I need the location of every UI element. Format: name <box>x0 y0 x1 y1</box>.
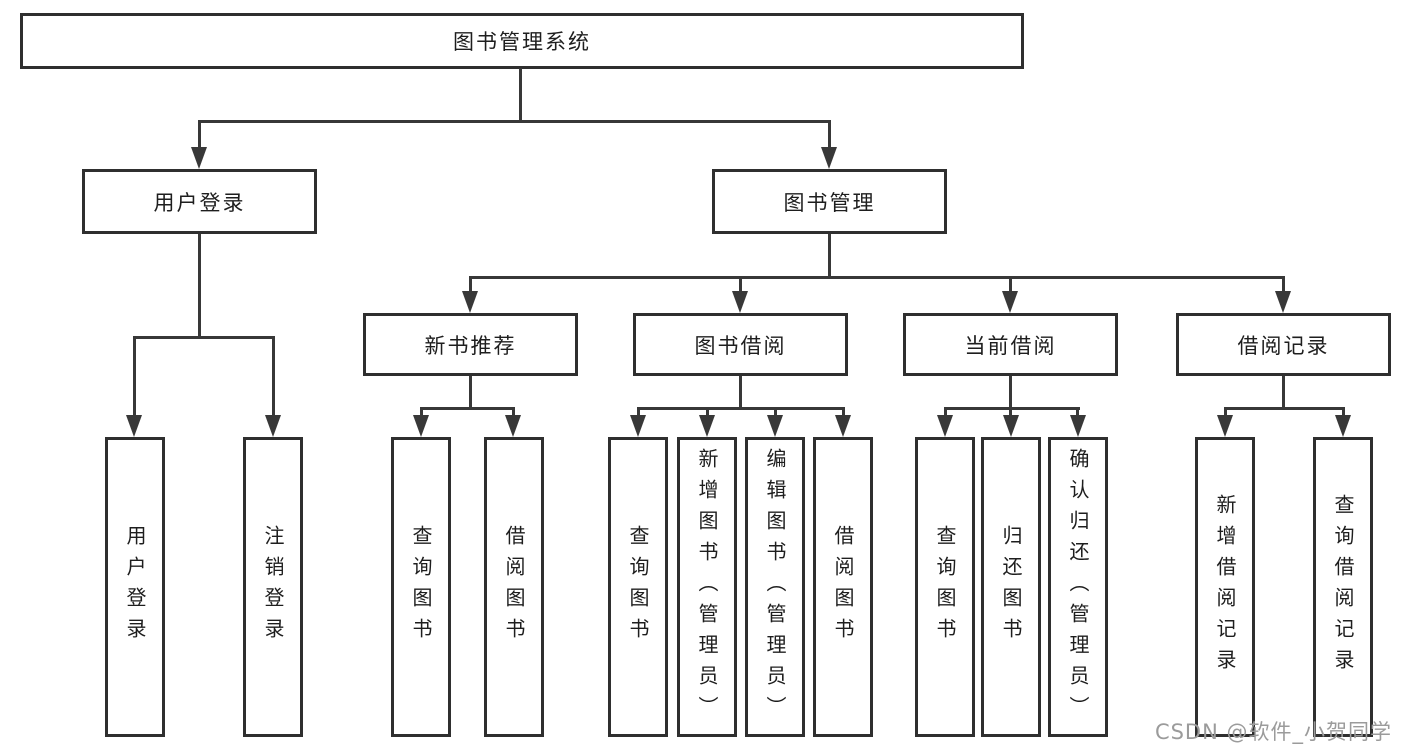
arrowhead-user-login <box>191 147 207 169</box>
node-label: 当前借阅 <box>964 333 1057 358</box>
connector-new-book-horizontal <box>420 407 515 410</box>
node-label: 新书推荐 <box>424 333 517 358</box>
node-borrowing-records: 借阅记录 <box>1176 313 1391 376</box>
csdn-watermark: CSDN @软件_小贺同学 <box>1154 720 1392 744</box>
leaf-label: 查询图书 <box>409 525 433 649</box>
connector-borrowing-records-horizontal <box>1224 407 1345 410</box>
leaf-label: 归还图书 <box>999 525 1023 649</box>
leaf-label: 新增图书（管理员） <box>695 447 719 727</box>
connector-to-user-login <box>198 120 201 150</box>
leaf-label: 注销登录 <box>261 525 285 649</box>
node-new-book-recommendation: 新书推荐 <box>363 313 578 376</box>
arrowhead-leaf-query-record <box>1335 415 1351 437</box>
connector-to-book-management <box>828 120 831 150</box>
node-label: 图书管理 <box>783 190 876 215</box>
connector-to-leaf-logout <box>272 336 275 418</box>
connector-to-leaf-add-record <box>1224 407 1227 419</box>
leaf-label: 查询图书 <box>933 525 957 649</box>
connector-to-leaf-query-books-1 <box>420 407 423 419</box>
connector-to-leaf-query-books-3 <box>944 407 947 419</box>
connector-user-login-horizontal <box>133 336 275 339</box>
connector-to-leaf-edit-books <box>774 407 777 419</box>
connector-current-borrowing-horizontal <box>944 407 1080 410</box>
connector-current-borrowing-stem <box>1009 376 1012 410</box>
leaf-query-books-2: 查询图书 <box>608 437 668 737</box>
leaf-logout: 注销登录 <box>243 437 303 737</box>
leaf-label: 借阅图书 <box>502 525 526 649</box>
connector-book-borrowing-horizontal <box>637 407 845 410</box>
arrowhead-book-management <box>821 147 837 169</box>
connector-to-new-book <box>469 276 472 294</box>
connector-to-leaf-borrow-books-2 <box>842 407 845 419</box>
connector-book-management-horizontal <box>469 276 1285 279</box>
connector-to-leaf-query-record <box>1342 407 1345 419</box>
leaf-add-books-admin: 新增图书（管理员） <box>677 437 737 737</box>
leaf-add-borrow-record: 新增借阅记录 <box>1195 437 1255 737</box>
node-book-borrowing: 图书借阅 <box>633 313 848 376</box>
arrowhead-leaf-edit-books <box>767 415 783 437</box>
connector-root-horizontal <box>198 120 831 123</box>
leaf-label: 编辑图书（管理员） <box>763 447 787 727</box>
connector-to-leaf-borrow-books-1 <box>512 407 515 419</box>
arrowhead-leaf-user-login <box>126 415 142 437</box>
leaf-confirm-return-admin: 确认归还（管理员） <box>1048 437 1108 737</box>
connector-to-borrowing-records <box>1282 276 1285 294</box>
arrowhead-borrowing-records <box>1275 291 1291 313</box>
connector-book-borrowing-stem <box>739 376 742 410</box>
connector-borrowing-records-stem <box>1282 376 1285 410</box>
connector-to-leaf-return-books <box>1009 407 1012 419</box>
connector-book-management-stem <box>828 234 831 279</box>
node-label: 借阅记录 <box>1237 333 1330 358</box>
connector-user-login-stem <box>198 234 201 339</box>
leaf-label: 新增借阅记录 <box>1213 494 1237 680</box>
node-label: 图书管理系统 <box>453 30 591 54</box>
node-library-management-system: 图书管理系统 <box>20 13 1024 69</box>
arrowhead-leaf-query-books-3 <box>937 415 953 437</box>
leaf-user-login: 用户登录 <box>105 437 165 737</box>
arrowhead-leaf-borrow-books-2 <box>835 415 851 437</box>
arrowhead-leaf-borrow-books-1 <box>505 415 521 437</box>
node-label: 图书借阅 <box>694 333 787 358</box>
leaf-label: 用户登录 <box>123 525 147 649</box>
arrowhead-leaf-return-books <box>1003 415 1019 437</box>
connector-to-book-borrowing <box>739 276 742 294</box>
connector-to-leaf-user-login <box>133 336 136 418</box>
arrowhead-leaf-query-books-1 <box>413 415 429 437</box>
leaf-label: 确认归还（管理员） <box>1066 447 1090 727</box>
arrowhead-leaf-query-books-2 <box>630 415 646 437</box>
leaf-borrow-books-2: 借阅图书 <box>813 437 873 737</box>
connector-to-leaf-query-books-2 <box>637 407 640 419</box>
leaf-borrow-books-1: 借阅图书 <box>484 437 544 737</box>
connector-to-current-borrowing <box>1009 276 1012 294</box>
arrowhead-leaf-confirm-return <box>1070 415 1086 437</box>
node-book-management: 图书管理 <box>712 169 947 234</box>
node-label: 用户登录 <box>153 190 246 215</box>
leaf-label: 查询借阅记录 <box>1331 494 1355 680</box>
leaf-query-borrow-record: 查询借阅记录 <box>1313 437 1373 737</box>
connector-to-leaf-add-books <box>706 407 709 419</box>
leaf-label: 查询图书 <box>626 525 650 649</box>
connector-new-book-stem <box>469 376 472 410</box>
arrowhead-leaf-add-books <box>699 415 715 437</box>
leaf-query-books-3: 查询图书 <box>915 437 975 737</box>
arrowhead-book-borrowing <box>732 291 748 313</box>
leaf-return-books: 归还图书 <box>981 437 1041 737</box>
leaf-label: 借阅图书 <box>831 525 855 649</box>
arrowhead-leaf-add-record <box>1217 415 1233 437</box>
node-user-login: 用户登录 <box>82 169 317 234</box>
node-current-borrowing: 当前借阅 <box>903 313 1118 376</box>
arrowhead-new-book <box>462 291 478 313</box>
leaf-query-books-1: 查询图书 <box>391 437 451 737</box>
leaf-edit-books-admin: 编辑图书（管理员） <box>745 437 805 737</box>
arrowhead-current-borrowing <box>1002 291 1018 313</box>
connector-to-leaf-confirm-return <box>1076 407 1079 419</box>
connector-root-stem <box>519 68 522 123</box>
arrowhead-leaf-logout <box>265 415 281 437</box>
